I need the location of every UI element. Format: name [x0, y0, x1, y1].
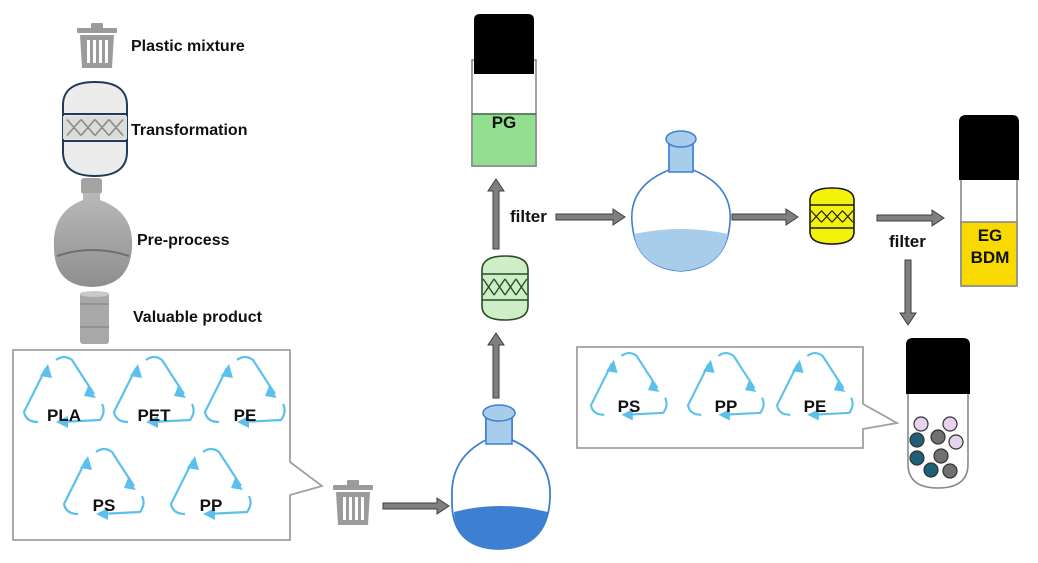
recovered-label-ps: PS [618, 397, 641, 416]
product-label-bdm: BDM [971, 248, 1010, 267]
plastic-label-ps: PS [93, 496, 116, 515]
product-label-eg: EG [978, 226, 1003, 245]
legend-valuable-product: Valuable product [133, 309, 263, 326]
legend-pre-process: Pre-process [137, 232, 230, 249]
yellow-reactor [809, 187, 855, 245]
flow-arrows [382, 178, 945, 515]
light-blue-flask [631, 130, 731, 272]
plastic-label-pla: PLA [47, 406, 81, 425]
recovered-label-pe: PE [804, 397, 827, 416]
recovered-beads-vial [906, 338, 970, 489]
reactor-icon [61, 80, 129, 178]
product-label-pg: PG [492, 113, 517, 132]
arrow-reactor-to-product [876, 209, 945, 227]
arrow-trash-to-flask [382, 497, 450, 515]
filter-label-1: filter [510, 207, 547, 226]
input-plastics-callout [12, 349, 324, 541]
dark-blue-flask [451, 404, 551, 550]
trash-icon [77, 23, 117, 68]
recovered-plastics-callout [576, 346, 900, 449]
gray-flask-icon [53, 178, 133, 287]
plastic-label-pet: PET [137, 406, 171, 425]
legend: Plastic mixture Transformation Pre-proce… [53, 23, 263, 344]
plastic-label-pe: PE [234, 406, 257, 425]
arrow-flask-to-yellow-reactor [731, 208, 799, 226]
legend-plastic-mixture: Plastic mixture [131, 38, 245, 55]
eg-bdm-vial [959, 115, 1019, 287]
legend-transformation: Transformation [131, 122, 247, 139]
gray-vial-icon [80, 291, 109, 344]
plastic-label-pp: PP [200, 496, 223, 515]
arrow-reactor-to-pg [487, 178, 505, 250]
plastic-mixture-trash-icon [333, 480, 373, 525]
arrow-filter-to-flask [555, 208, 626, 226]
arrow-filter-to-recovered [899, 259, 917, 326]
recovered-label-pp: PP [715, 397, 738, 416]
filter-label-2: filter [889, 232, 926, 251]
pg-vial [471, 14, 537, 167]
arrow-flask-to-reactor [487, 332, 505, 399]
green-reactor [481, 255, 529, 321]
